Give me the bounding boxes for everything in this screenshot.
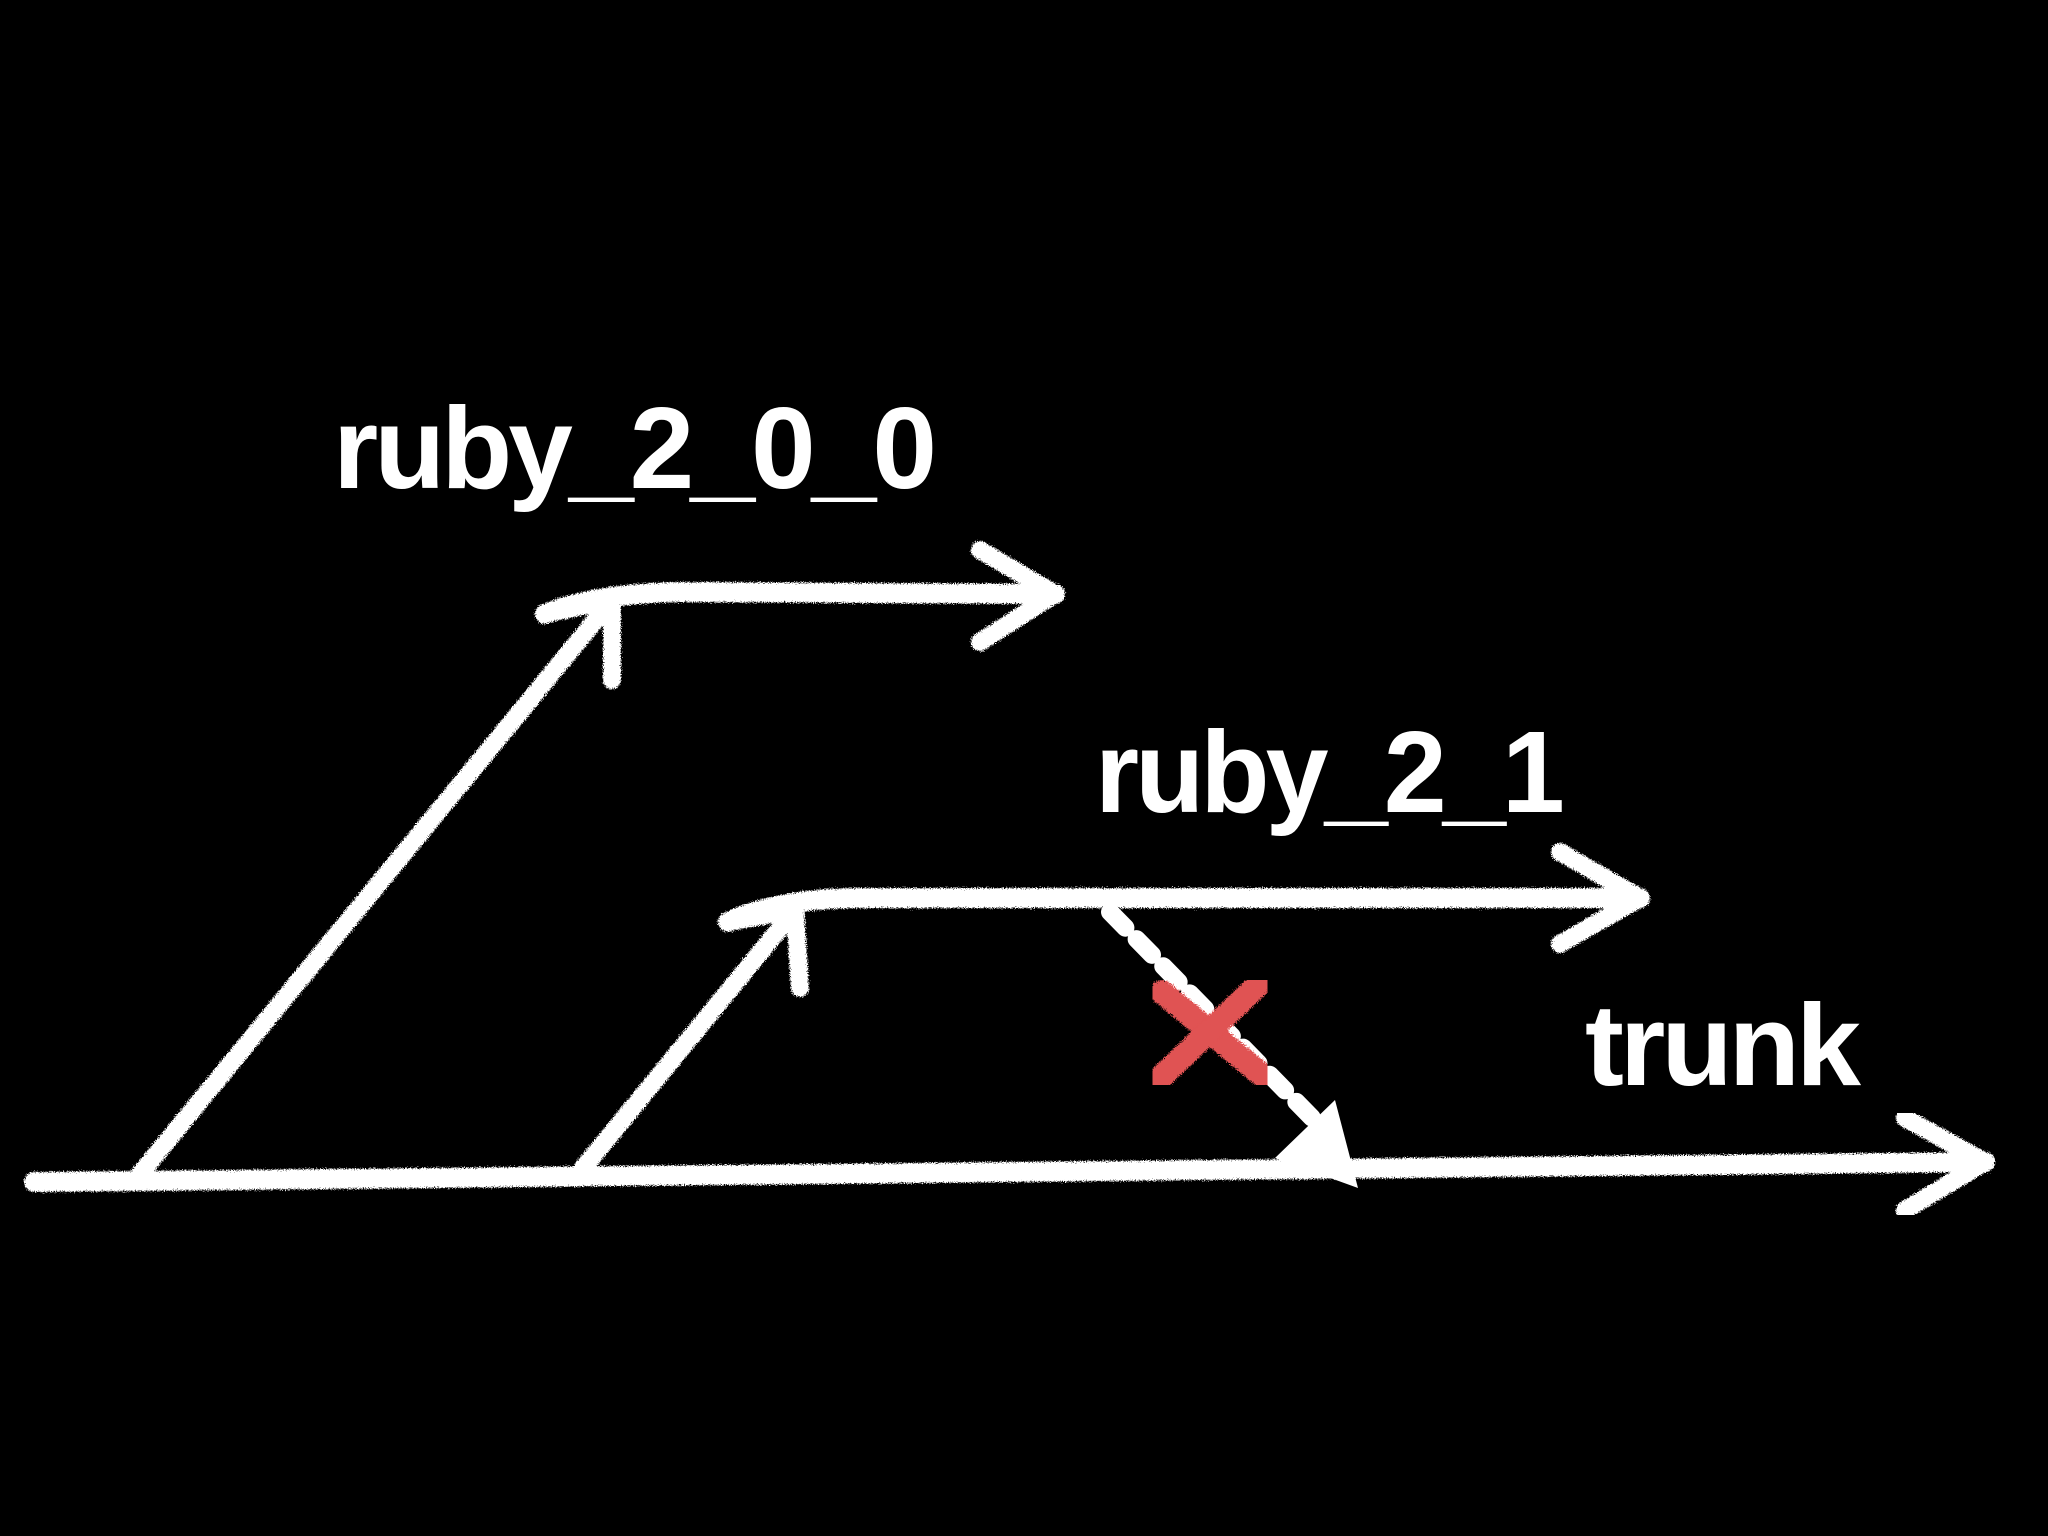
ruby-2-1-branch [566,843,1650,1187]
ruby-2-1-arrowhead-icon [1551,843,1649,953]
ruby-2-0-0-branch [126,541,1065,1189]
trunk-arrowhead-icon [1896,1109,1994,1219]
merge-arrowhead-icon [1275,1100,1358,1188]
branch-label-trunk: trunk [1585,980,1862,1110]
ruby-2-0-0-arrowhead-icon [971,541,1064,651]
branch-label-ruby-2-1: ruby_2_1 [1095,707,1562,837]
cross-icon [1146,973,1274,1092]
branch-label-ruby-2-0-0: ruby_2_0_0 [333,383,933,513]
trunk-line [24,1109,1995,1219]
